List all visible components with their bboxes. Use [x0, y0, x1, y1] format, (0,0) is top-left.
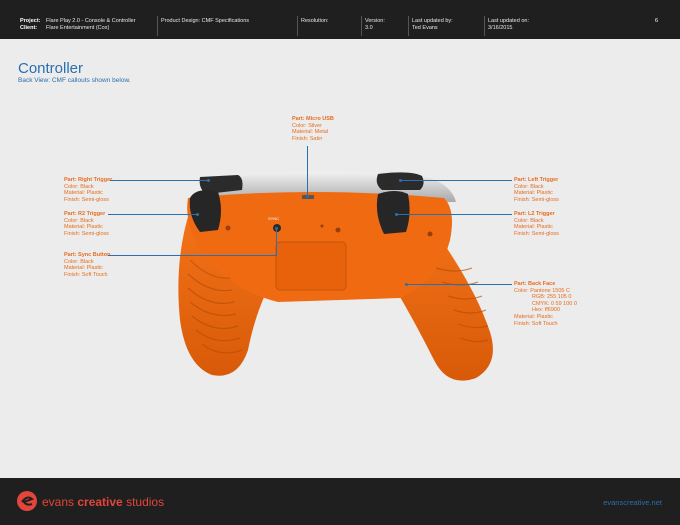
callout-line: Material: Plastic [514, 313, 553, 320]
leader-line [406, 284, 512, 285]
callout-line: Material: Plastic [514, 224, 553, 231]
screw-hole [225, 225, 231, 231]
updated-on-value: 3/16/2015 [488, 25, 513, 31]
callout-line: Material: Plastic [64, 190, 103, 197]
updated-by-label: Last updated by: [412, 18, 453, 24]
resolution: Resolution: [301, 18, 329, 25]
callout-line: Color: Black [64, 217, 94, 224]
callout-line: Hex: ff6900 [532, 307, 561, 314]
callout-line: Material: Plastic [514, 190, 553, 197]
callout-line: Finish: Semi-gloss [514, 230, 559, 237]
version-label: Version: [365, 18, 385, 24]
updated-by: Last updated by: Ted Evans [412, 18, 453, 32]
leader-dot [275, 227, 278, 230]
leader-line [108, 214, 198, 215]
updated-by-value: Ted Evans [412, 25, 438, 31]
screw-hole [335, 227, 341, 233]
leader-dot [405, 283, 408, 286]
product-design-text: Product Design: CMF Specifications [161, 18, 250, 24]
leader-line [108, 255, 277, 256]
header-divider [361, 16, 362, 36]
callout-line: Finish: Semi-gloss [514, 196, 559, 203]
header-divider [484, 16, 485, 36]
leader-line [307, 146, 308, 196]
callout-part: Part: Micro USB [292, 116, 334, 122]
footer-bar: evans creative studios evanscreative.net [0, 478, 680, 525]
callout-l2-trigger: Part: L2 Trigger Color: Black Material: … [514, 211, 559, 237]
header-divider [157, 16, 158, 36]
page-subtitle: Back View: CMF callouts shown below. [18, 77, 131, 84]
callout-right-trigger: Part: Right Trigger Color: Black Materia… [64, 177, 112, 203]
callout-line: Finish: Semi-gloss [64, 230, 109, 237]
callout-line: Color: Black [64, 258, 94, 265]
callout-line: Color: Black [514, 217, 544, 224]
brand-part-bold: creative [77, 495, 123, 509]
project-values: Flare Play 2.0 - Console & Controller Fl… [46, 18, 136, 32]
callout-r2-trigger: Part: R2 Trigger Color: Black Material: … [64, 211, 109, 237]
website-link[interactable]: evanscreative.net [603, 498, 662, 507]
callout-line: Finish: Soft Touch [64, 271, 108, 278]
callout-line: CMYK: 0 59 100 0 [532, 300, 577, 307]
page-number: 6 [654, 18, 658, 24]
client-label: Client: [20, 25, 38, 31]
battery-cover [275, 241, 347, 291]
brand-part: studios [122, 495, 165, 509]
callout-line: Color: Pantone 1505 C [514, 287, 570, 294]
header-divider [297, 16, 298, 36]
project-labels: Project: Client: [20, 18, 40, 32]
l2-trigger [376, 191, 410, 234]
updated-on-label: Last updated on: [488, 18, 529, 24]
sync-label: SYNC [268, 216, 279, 221]
leader-dot [207, 179, 210, 182]
right-trigger [199, 175, 243, 194]
callout-sync-button: Part: Sync Button Color: Black Material:… [64, 252, 110, 278]
controller-back-view-illustration: SYNC [178, 171, 493, 381]
callout-line: Finish: Soft Touch [514, 320, 558, 327]
callout-line: Material: Plastic [64, 265, 103, 272]
callout-line: Material: Plastic [64, 224, 103, 231]
callout-line: Finish: Satin [292, 135, 323, 142]
brand-name: evans creative studios [42, 495, 164, 509]
callout-left-trigger: Part: Left Trigger Color: Black Material… [514, 177, 559, 203]
product-design: Product Design: CMF Specifications [161, 18, 249, 25]
callout-line: Finish: Semi-gloss [64, 196, 109, 203]
callout-part: Part: Right Trigger [64, 177, 113, 183]
callout-part: Part: Left Trigger [514, 177, 559, 183]
leader-line [110, 180, 208, 181]
project-label: Project: [20, 18, 41, 24]
callout-part: Part: R2 Trigger [64, 211, 106, 217]
leader-dot [399, 179, 402, 182]
callout-micro-usb: Part: Micro USB Color: Silver Material: … [292, 116, 334, 142]
leader-dot [395, 213, 398, 216]
callout-part: Part: Back Face [514, 281, 556, 287]
r2-trigger [189, 190, 221, 232]
callout-line: Material: Metal [292, 129, 329, 136]
small-hole [320, 224, 324, 228]
leader-line [400, 180, 512, 181]
version: Version: 3.0 [365, 18, 385, 32]
updated-on: Last updated on: 3/16/2015 [488, 18, 529, 32]
version-value: 3.0 [365, 25, 373, 31]
screw-hole [427, 231, 433, 237]
evans-logo-icon [17, 491, 37, 511]
leader-dot [306, 195, 309, 198]
callout-part: Part: L2 Trigger [514, 211, 555, 217]
page-title: Controller [18, 60, 84, 77]
header-bar: Project: Client: Flare Play 2.0 - Consol… [0, 0, 680, 39]
callout-line: Color: Black [64, 183, 94, 190]
callout-line: Color: Black [514, 183, 544, 190]
grip-ridges [187, 259, 489, 354]
callout-line: RGB: 255 105 0 [532, 294, 572, 301]
leader-line [396, 214, 512, 215]
resolution-label: Resolution: [301, 18, 329, 24]
brand-part: evans [42, 495, 78, 509]
callout-back-face: Part: Back Face Color: Pantone 1505 C RG… [514, 281, 577, 327]
project-value: Flare Play 2.0 - Console & Controller [46, 18, 136, 24]
leader-line [276, 228, 277, 256]
leader-dot [196, 213, 199, 216]
callout-line: Color: Silver [292, 122, 322, 129]
header-divider [408, 16, 409, 36]
client-value: Flare Entertainment (Cox) [46, 25, 110, 31]
callout-part: Part: Sync Button [64, 252, 111, 258]
